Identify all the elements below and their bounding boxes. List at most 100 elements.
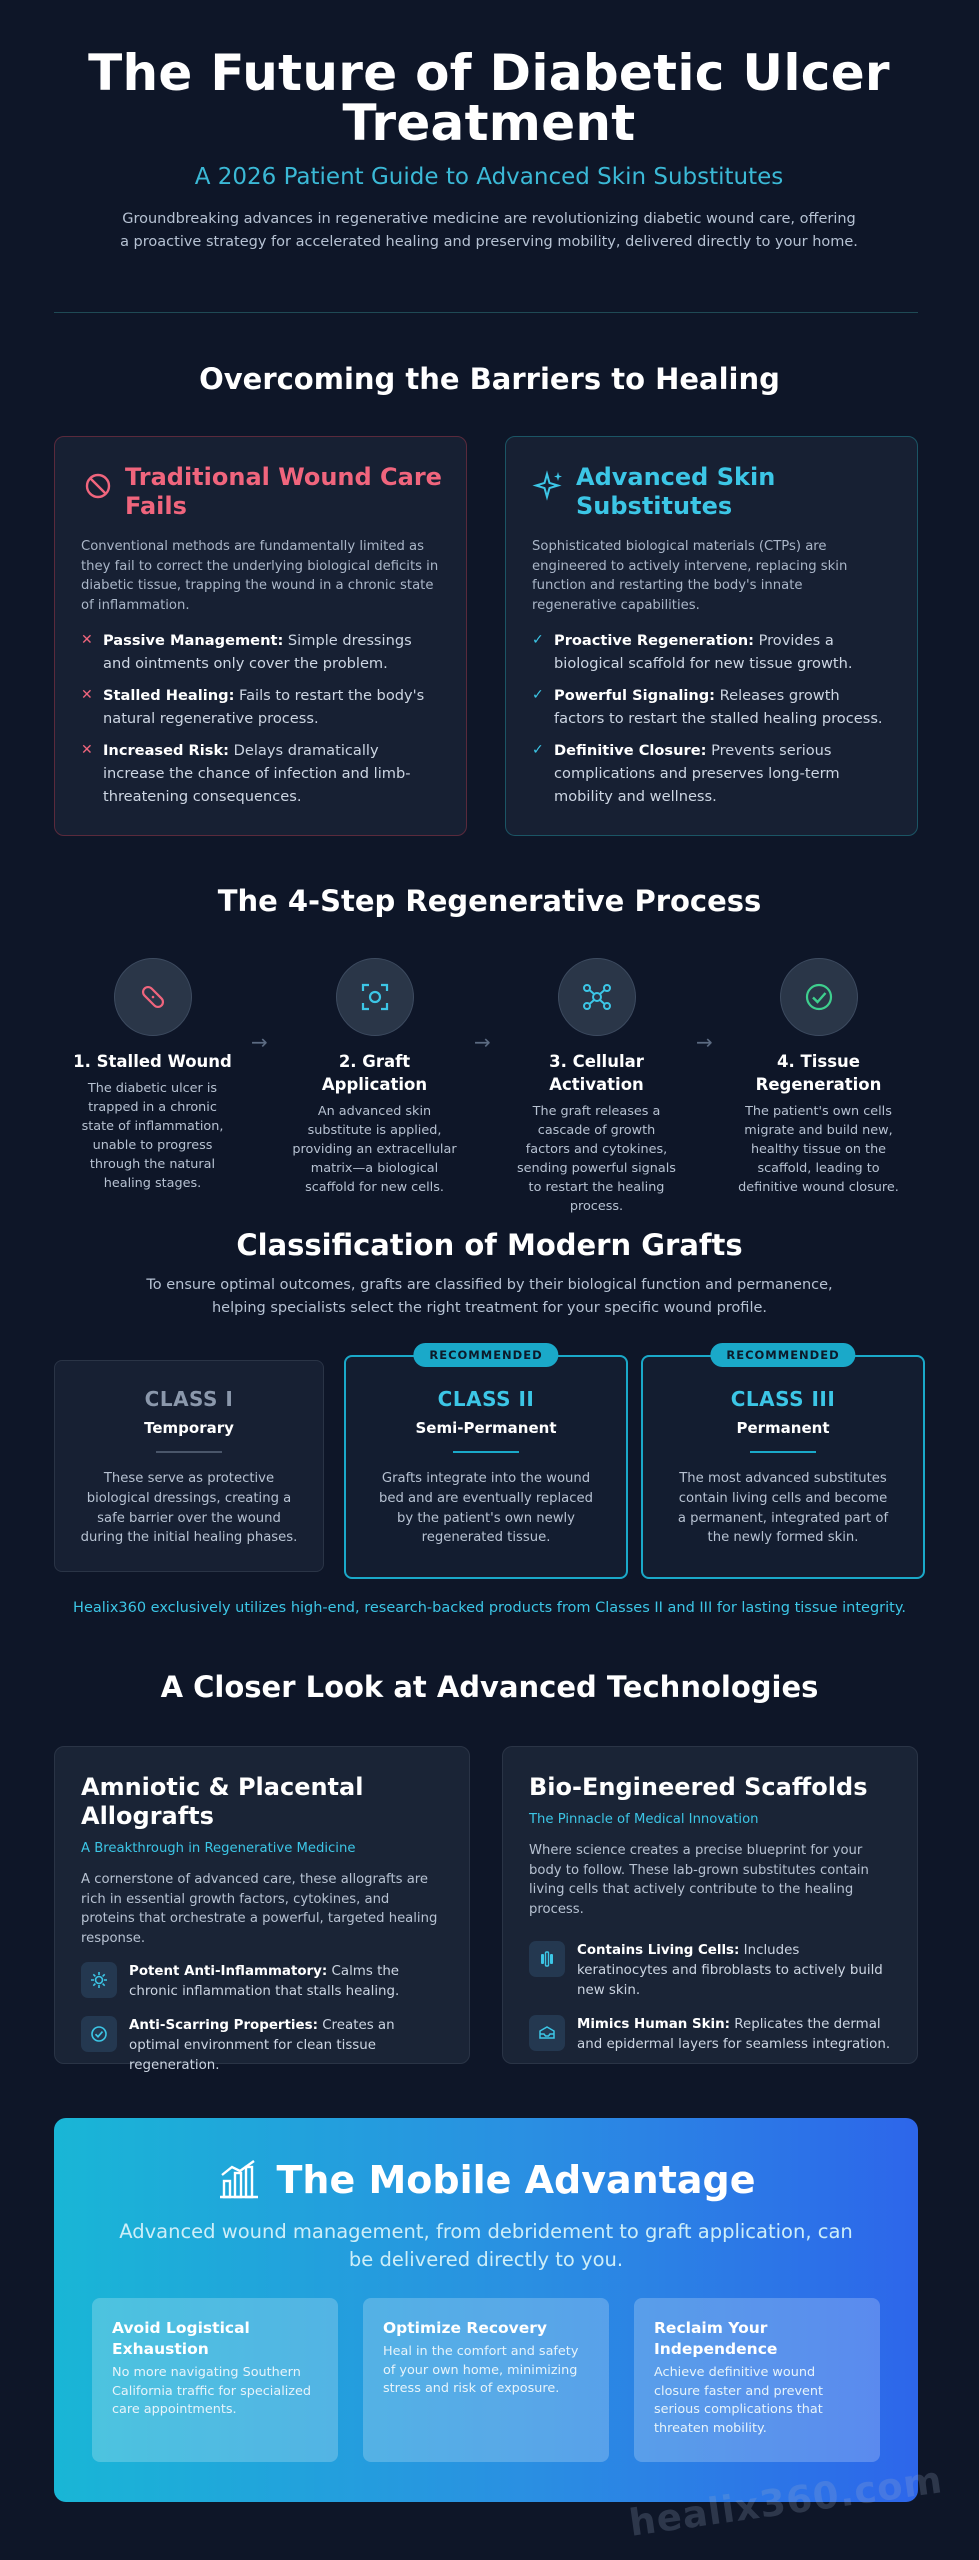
x-icon: ✕	[81, 687, 93, 703]
page-subtitle: A 2026 Patient Guide to Advanced Skin Su…	[194, 164, 784, 190]
step-icon-circle	[779, 958, 858, 1036]
arrow-right-icon: →	[474, 1030, 491, 1054]
mobile-subtitle: Advanced wound management, from debridem…	[119, 2220, 853, 2271]
mobile-box-title: Avoid Logistical Exhaustion	[112, 2319, 250, 2358]
step-title: 4. Tissue Regeneration	[755, 1052, 882, 1094]
step-4: 4. Tissue Regeneration The patient's own…	[736, 958, 901, 1197]
traditional-desc: Conventional methods are fundamentally l…	[81, 539, 439, 613]
list-item: ✓Proactive Regeneration: Provides a biol…	[532, 629, 891, 675]
class-ii-card: RECOMMENDED CLASS II Semi-Permanent Graf…	[344, 1343, 628, 1579]
mobile-box: Reclaim Your Independence Achieve defini…	[634, 2298, 880, 2462]
mobile-box-title: Optimize Recovery	[383, 2319, 548, 2337]
amniotic-tag: A Breakthrough in Regenerative Medicine	[81, 1841, 356, 1856]
mobile-clinic-icon	[220, 2160, 259, 2199]
step-text: An advanced skin substitute is applied, …	[292, 1104, 457, 1195]
arrow-right-icon: →	[696, 1030, 713, 1054]
mobile-box: Optimize Recovery Heal in the comfort an…	[363, 2298, 609, 2462]
process-title: The 4-Step Regenerative Process	[217, 884, 762, 918]
step-2: 2. Graft Application An advanced skin su…	[292, 958, 457, 1197]
mobile-title: The Mobile Advantage	[276, 2158, 756, 2202]
step-title: 3. Cellular Activation	[549, 1052, 644, 1094]
mobile-advantage-panel: The Mobile Advantage Advanced wound mana…	[54, 2118, 918, 2502]
step-3: 3. Cellular Activation The graft release…	[514, 958, 679, 1216]
check-icon: ✓	[532, 742, 544, 758]
step-icon-circle	[113, 958, 192, 1036]
amniotic-card: Amniotic & Placental Allografts A Breakt…	[54, 1746, 470, 2073]
class-text: Grafts integrate into the wound bed and …	[379, 1471, 593, 1546]
skin-layers-icon	[529, 2015, 565, 2051]
feature-item: Contains Living Cells: Includes keratino…	[529, 1941, 891, 2001]
class-name: CLASS II	[437, 1387, 535, 1411]
class-name: CLASS I	[144, 1387, 234, 1411]
prohibited-icon	[85, 473, 111, 499]
bio-tag: The Pinnacle of Medical Innovation	[529, 1812, 759, 1827]
x-icon: ✕	[81, 742, 93, 758]
bio-heading: Bio-Engineered Scaffolds	[529, 1773, 868, 1801]
class-text: The most advanced substitutes contain li…	[677, 1471, 889, 1546]
sun-icon	[81, 1962, 117, 1998]
traditional-card: Traditional Wound Care Fails Conventiona…	[54, 436, 467, 836]
check-circle-icon	[81, 2016, 117, 2052]
page-title: The Future of Diabetic Ulcer Treatment	[88, 44, 890, 152]
list-item: ✕Stalled Healing: Fails to restart the b…	[81, 684, 440, 730]
cells-icon	[529, 1941, 565, 1977]
class-permanence: Semi-Permanent	[415, 1419, 557, 1437]
healix-note: Healix360 exclusively utilizes high-end,…	[73, 1600, 906, 1616]
feature-item: Anti-Scarring Properties: Creates an opt…	[81, 2016, 443, 2076]
class-divider	[156, 1451, 222, 1453]
advanced-list: ✓Proactive Regeneration: Provides a biol…	[506, 615, 917, 808]
feature-item: Mimics Human Skin: Replicates the dermal…	[529, 2015, 891, 2055]
mobile-box-title: Reclaim Your Independence	[654, 2319, 778, 2358]
cells-signal-icon	[582, 984, 611, 1010]
bio-card: Bio-Engineered Scaffolds The Pinnacle of…	[502, 1746, 918, 2064]
hero-intro: Groundbreaking advances in regenerative …	[120, 211, 858, 250]
step-text: The patient's own cells migrate and buil…	[738, 1104, 899, 1195]
recommended-badge: RECOMMENDED	[413, 1343, 559, 1367]
sparkles-icon	[532, 470, 562, 501]
list-item: ✓Definitive Closure: Prevents serious co…	[532, 739, 891, 808]
step-title: 1. Stalled Wound	[73, 1052, 232, 1071]
feature-item: Potent Anti-Inflammatory: Calms the chro…	[81, 1962, 443, 2002]
class-permanence: Temporary	[144, 1419, 234, 1437]
advanced-card: Advanced Skin Substitutes Sophisticated …	[505, 436, 918, 836]
class-permanence: Permanent	[736, 1419, 830, 1437]
list-item: ✕Passive Management: Simple dressings an…	[81, 629, 440, 675]
x-icon: ✕	[81, 632, 93, 648]
advanced-desc: Sophisticated biological materials (CTPs…	[532, 539, 848, 613]
check-circle-icon	[805, 983, 832, 1011]
class-iii-card: RECOMMENDED CLASS III Permanent The most…	[641, 1343, 925, 1579]
mobile-box-text: Achieve definitive wound closure faster …	[654, 2365, 824, 2436]
step-icon-circle	[557, 958, 636, 1036]
check-icon: ✓	[532, 632, 544, 648]
traditional-list: ✕Passive Management: Simple dressings an…	[55, 615, 466, 808]
mobile-box: Avoid Logistical Exhaustion No more navi…	[92, 2298, 338, 2462]
class-divider	[750, 1451, 816, 1453]
classes-intro: To ensure optimal outcomes, grafts are c…	[146, 1277, 833, 1316]
amniotic-heading: Amniotic & Placental Allografts	[81, 1773, 364, 1830]
tech-title: A Closer Look at Advanced Technologies	[160, 1670, 819, 1704]
class-divider	[453, 1451, 519, 1453]
bandage-icon	[141, 985, 164, 1009]
mobile-box-text: No more navigating Southern California t…	[112, 2365, 312, 2417]
step-title: 2. Graft Application	[321, 1052, 428, 1094]
step-icon-circle	[335, 958, 414, 1036]
traditional-heading: Traditional Wound Care Fails	[125, 463, 442, 520]
barriers-title: Overcoming the Barriers to Healing	[199, 362, 780, 396]
divider	[54, 312, 918, 313]
classes-title: Classification of Modern Grafts	[236, 1228, 743, 1262]
hero: The Future of Diabetic Ulcer Treatment A…	[54, 48, 924, 254]
focus-target-icon	[361, 983, 388, 1011]
class-i-card: CLASS I Temporary These serve as protect…	[54, 1360, 324, 1572]
mobile-box-text: Heal in the comfort and safety of your o…	[383, 2344, 579, 2396]
step-text: The diabetic ulcer is trapped in a chron…	[81, 1081, 224, 1191]
class-text: These serve as protective biological dre…	[80, 1471, 298, 1546]
step-1: 1. Stalled Wound The diabetic ulcer is t…	[70, 958, 235, 1193]
arrow-right-icon: →	[251, 1030, 268, 1054]
list-item: ✕Increased Risk: Delays dramatically inc…	[81, 739, 440, 808]
recommended-badge: RECOMMENDED	[710, 1343, 856, 1367]
step-text: The graft releases a cascade of growth f…	[517, 1104, 676, 1214]
class-name: CLASS III	[730, 1387, 836, 1411]
check-icon: ✓	[532, 687, 544, 703]
bio-desc: Where science creates a precise blueprin…	[529, 1843, 869, 1917]
